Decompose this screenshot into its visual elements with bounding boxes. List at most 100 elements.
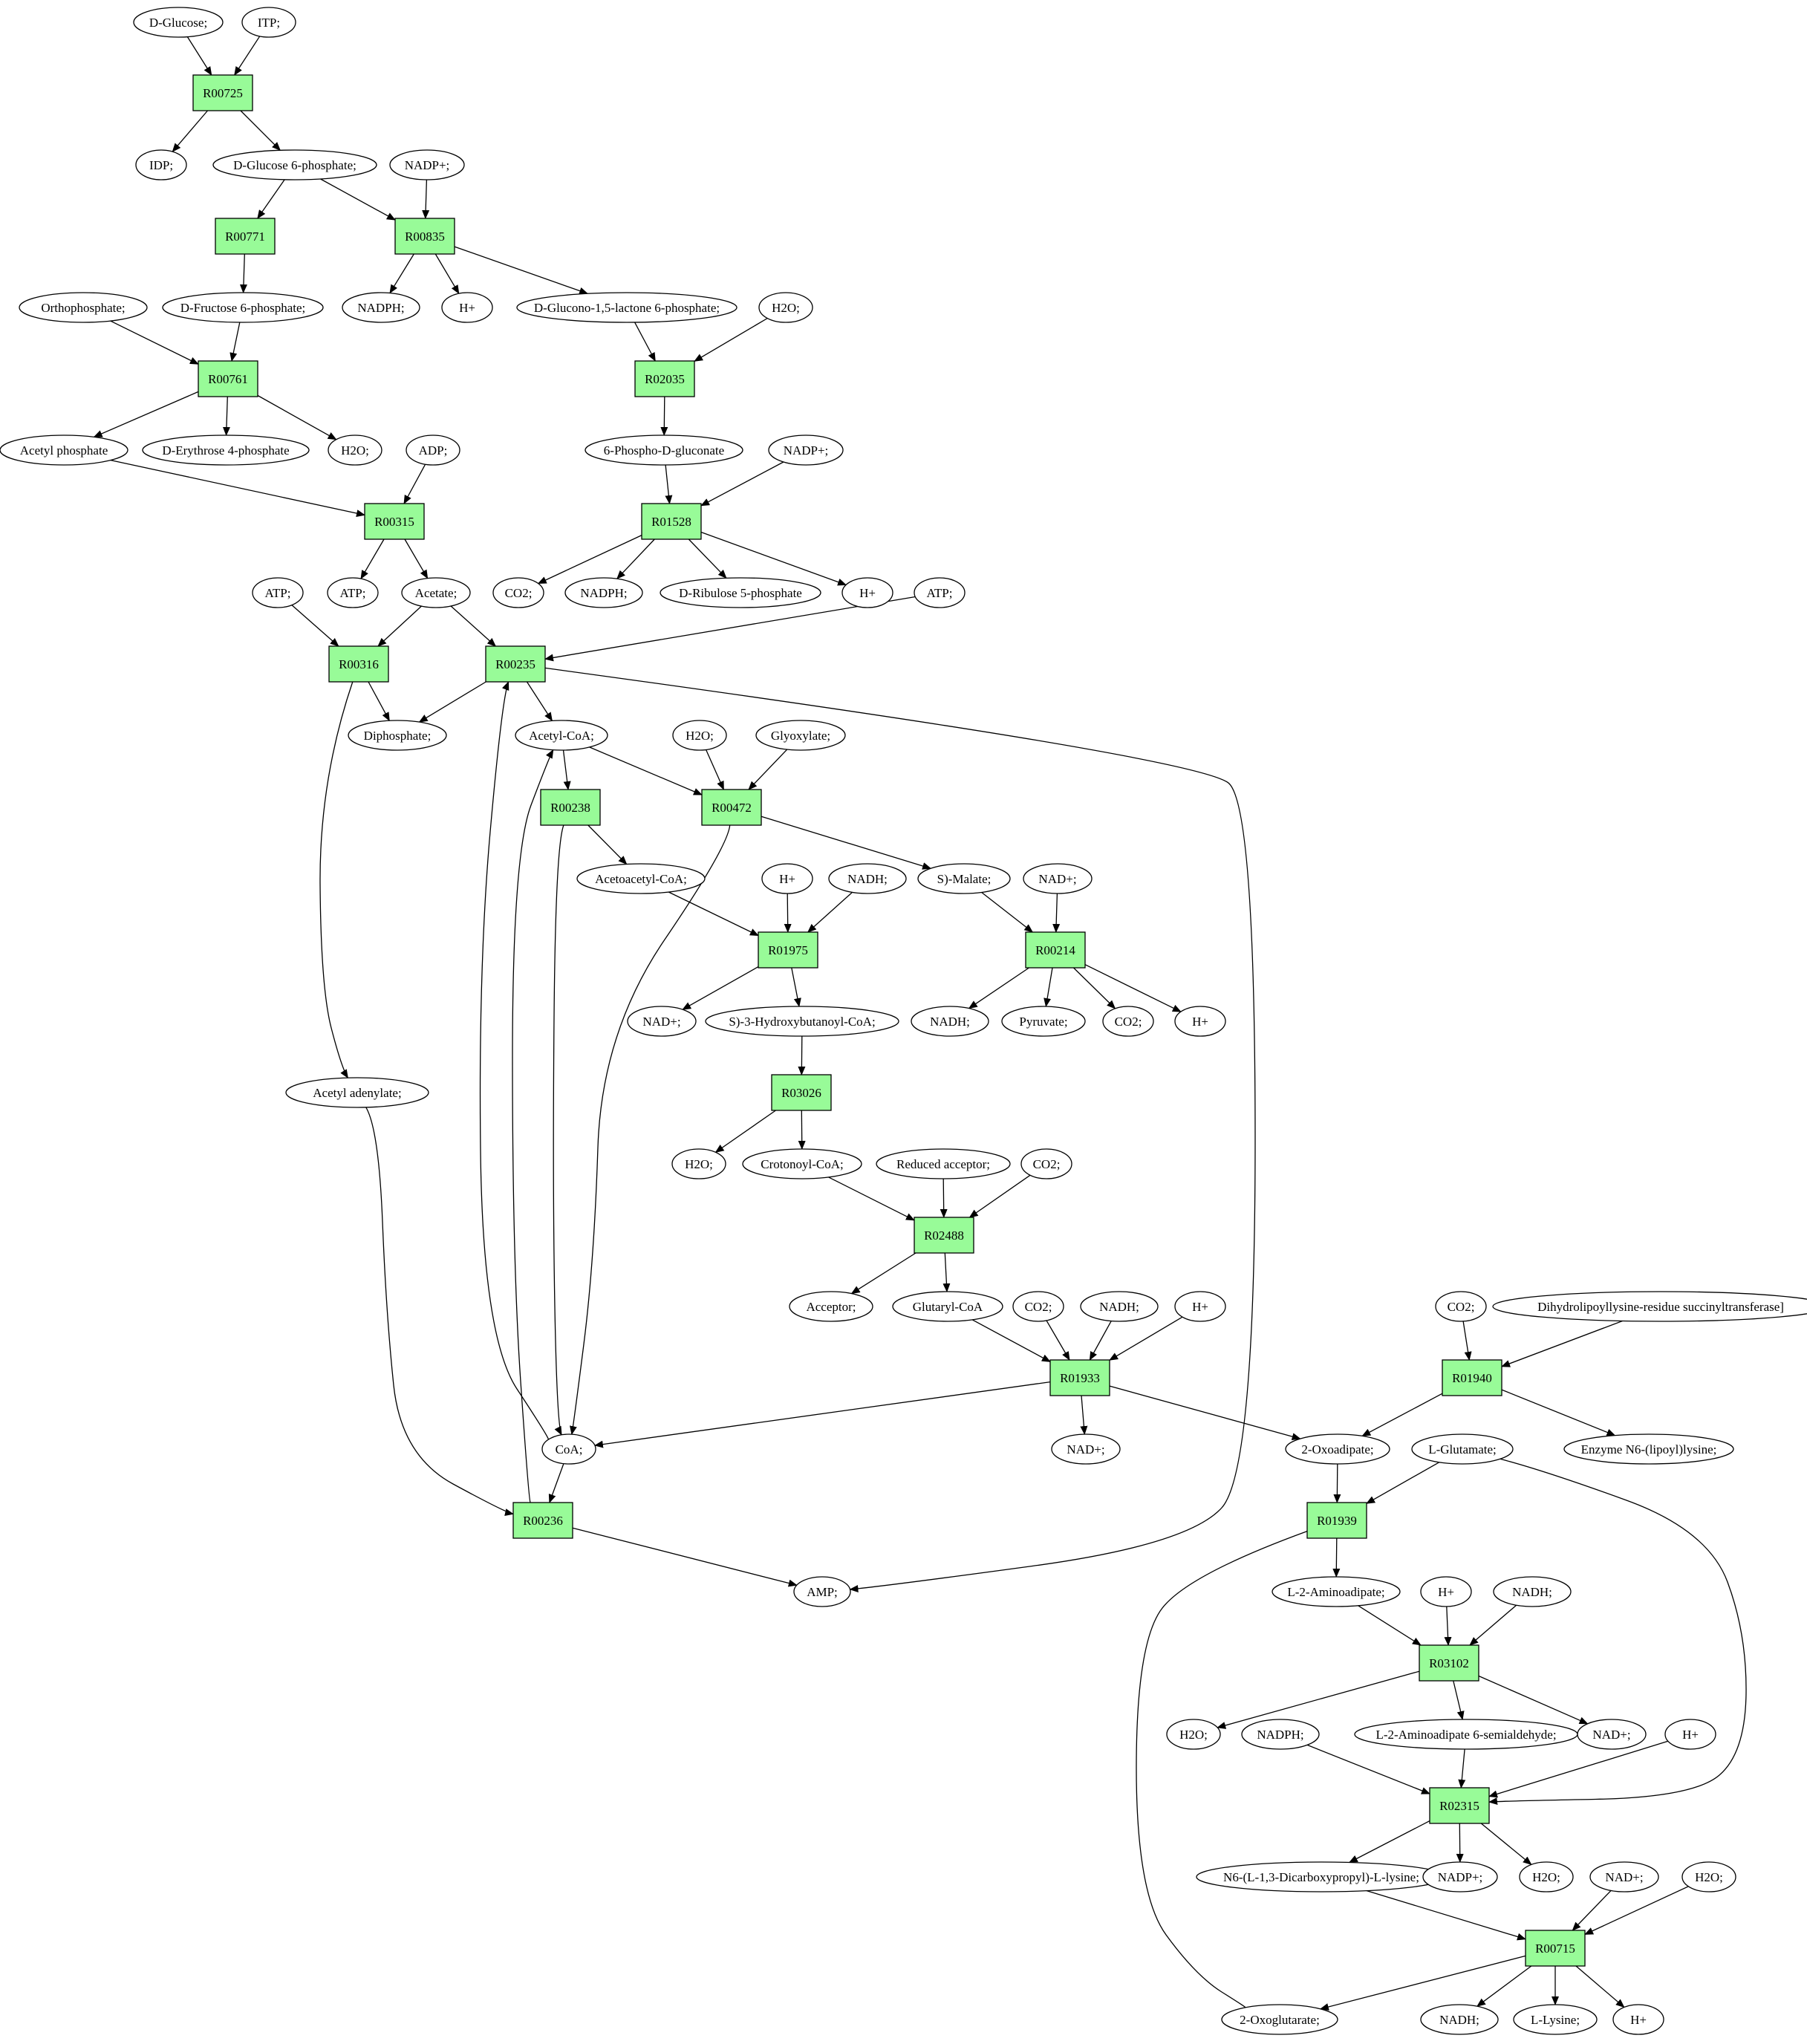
compound-node-co2e[interactable]: CO2;: [1435, 1291, 1487, 1322]
compound-node-nadp1[interactable]: NADP+;: [389, 149, 465, 180]
compound-node-acetyladenylate[interactable]: Acetyl adenylate;: [285, 1077, 429, 1108]
compound-node-dihydro[interactable]: Dihydrolipoyllysine-residue succinyltran…: [1492, 1291, 1807, 1322]
compound-node-coa[interactable]: CoA;: [541, 1433, 596, 1465]
compound-node-h2o3[interactable]: H2O;: [672, 720, 727, 751]
edge-atp3-to-r00235: [544, 596, 916, 662]
compound-node-nadh2[interactable]: NADH;: [911, 1006, 989, 1037]
compound-node-smalate[interactable]: S)-Malate;: [917, 863, 1011, 894]
compound-node-hplus5[interactable]: H+: [1174, 1291, 1226, 1322]
compound-node-oxoglutarate[interactable]: 2-Oxoglutarate;: [1221, 2004, 1338, 2035]
compound-node-nadh3[interactable]: NADH;: [1080, 1291, 1159, 1322]
compound-node-nadph2[interactable]: NADPH;: [564, 577, 643, 608]
reaction-node-r03102[interactable]: R03102: [1419, 1644, 1479, 1682]
reaction-node-r00315[interactable]: R00315: [364, 503, 425, 540]
compound-node-nadh5[interactable]: NADH;: [1420, 2004, 1499, 2035]
compound-node-hplus3[interactable]: H+: [761, 863, 813, 894]
compound-node-pyruvate[interactable]: Pyruvate;: [1001, 1006, 1086, 1037]
compound-node-e4p[interactable]: D-Erythrose 4-phosphate: [142, 434, 310, 466]
compound-node-nadplus1[interactable]: NAD+;: [1023, 863, 1093, 894]
compound-node-f6p[interactable]: D-Fructose 6-phosphate;: [162, 292, 324, 323]
compound-node-h2o1[interactable]: H2O;: [758, 292, 813, 323]
reaction-node-r01939[interactable]: R01939: [1306, 1502, 1367, 1539]
edge-n6lysine-to-r00715: [1366, 1890, 1526, 1941]
compound-node-hplus2[interactable]: H+: [841, 577, 893, 608]
compound-node-nadplus4[interactable]: NAD+;: [1577, 1719, 1647, 1750]
reaction-node-r00235[interactable]: R00235: [485, 645, 546, 683]
compound-node-acetylcoa[interactable]: Acetyl-CoA;: [515, 720, 608, 751]
compound-node-itp[interactable]: ITP;: [241, 7, 296, 38]
reaction-node-r00472[interactable]: R00472: [701, 789, 762, 826]
reaction-node-r02488[interactable]: R02488: [914, 1217, 974, 1254]
reaction-node-r01940[interactable]: R01940: [1442, 1359, 1502, 1396]
compound-node-h2o5[interactable]: H2O;: [1166, 1719, 1221, 1750]
compound-node-diphosphate[interactable]: Diphosphate;: [348, 720, 447, 751]
reaction-node-r00761[interactable]: R00761: [198, 360, 258, 397]
compound-node-enzyme[interactable]: Enzyme N6-(lipoyl)lysine;: [1563, 1433, 1734, 1465]
compound-node-adp[interactable]: ADP;: [406, 434, 460, 466]
reaction-node-r00715[interactable]: R00715: [1525, 1930, 1586, 1967]
reaction-node-r01933[interactable]: R01933: [1049, 1359, 1110, 1396]
compound-node-h2o2[interactable]: H2O;: [328, 434, 382, 466]
compound-node-aminoadipate[interactable]: L-2-Aminoadipate;: [1272, 1576, 1401, 1607]
compound-node-nadp2[interactable]: NADP+;: [768, 434, 844, 466]
compound-node-nadplus2[interactable]: NAD+;: [627, 1006, 697, 1037]
compound-node-hplus7[interactable]: H+: [1664, 1719, 1716, 1750]
compound-node-glucono[interactable]: D-Glucono-1,5-lactone 6-phosphate;: [516, 292, 738, 323]
compound-node-pgluconate[interactable]: 6-Phospho-D-gluconate: [585, 434, 743, 466]
compound-node-acetylp[interactable]: Acetyl phosphate: [0, 434, 128, 466]
reaction-node-r01528[interactable]: R01528: [641, 503, 702, 540]
compound-node-oxoadipate[interactable]: 2-Oxoadipate;: [1285, 1433, 1390, 1465]
compound-node-amp[interactable]: AMP;: [793, 1576, 851, 1607]
compound-node-hydroxybut[interactable]: S)-3-Hydroxybutanoyl-CoA;: [705, 1006, 899, 1037]
reaction-node-r02035[interactable]: R02035: [634, 360, 695, 397]
compound-node-acceptor[interactable]: Acceptor;: [789, 1291, 873, 1322]
compound-node-semialdehyde[interactable]: L-2-Aminoadipate 6-semialdehyde;: [1354, 1719, 1578, 1750]
compound-node-hplus8[interactable]: H+: [1612, 2004, 1664, 2035]
compound-node-co2c[interactable]: CO2;: [1020, 1148, 1072, 1179]
compound-node-ortho[interactable]: Orthophosphate;: [19, 292, 148, 323]
compound-node-nadplus5[interactable]: NAD+;: [1589, 1861, 1659, 1892]
compound-node-redacceptor[interactable]: Reduced acceptor;: [876, 1148, 1011, 1179]
compound-node-h2o6[interactable]: H2O;: [1519, 1861, 1574, 1892]
reaction-node-r03026[interactable]: R03026: [771, 1074, 832, 1111]
reaction-node-r00238[interactable]: R00238: [540, 789, 601, 826]
compound-node-glutaryl[interactable]: Glutaryl-CoA: [892, 1291, 1003, 1322]
reaction-node-r02315[interactable]: R02315: [1429, 1787, 1490, 1824]
compound-node-lglutamate[interactable]: L-Glutamate;: [1411, 1433, 1514, 1465]
compound-node-g6p[interactable]: D-Glucose 6-phosphate;: [212, 149, 377, 180]
compound-node-co2d[interactable]: CO2;: [1012, 1291, 1064, 1322]
compound-node-ribulose[interactable]: D-Ribulose 5-phosphate: [660, 577, 821, 608]
compound-node-h2o7[interactable]: H2O;: [1681, 1861, 1736, 1892]
compound-node-acetate[interactable]: Acetate;: [401, 577, 471, 608]
compound-node-acetoacetyl[interactable]: Acetoacetyl-CoA;: [576, 863, 706, 894]
compound-node-hplus4[interactable]: H+: [1174, 1006, 1226, 1037]
compound-node-atp3[interactable]: ATP;: [914, 577, 966, 608]
compound-node-idp[interactable]: IDP;: [135, 149, 187, 180]
compound-node-n6lysine[interactable]: N6-(L-1,3-Dicarboxypropyl)-L-lysine;: [1196, 1861, 1447, 1892]
compound-node-nadh4[interactable]: NADH;: [1493, 1576, 1572, 1607]
reaction-node-r00236[interactable]: R00236: [512, 1502, 573, 1539]
compound-node-hplus6[interactable]: H+: [1420, 1576, 1472, 1607]
compound-node-atp1[interactable]: ATP;: [252, 577, 304, 608]
compound-node-nadplus3[interactable]: NAD+;: [1051, 1433, 1121, 1465]
compound-node-co2a[interactable]: CO2;: [492, 577, 544, 608]
compound-node-nadp3[interactable]: NADP+;: [1422, 1861, 1498, 1892]
compound-node-nadph3[interactable]: NADPH;: [1241, 1719, 1320, 1750]
compound-node-llysine[interactable]: L-Lysine;: [1513, 2004, 1598, 2035]
compound-node-atp2[interactable]: ATP;: [327, 577, 379, 608]
compound-node-glyoxylate[interactable]: Glyoxylate;: [755, 720, 846, 751]
compound-node-nadh1[interactable]: NADH;: [828, 863, 907, 894]
reaction-node-r00835[interactable]: R00835: [394, 218, 455, 255]
reaction-node-r00771[interactable]: R00771: [215, 218, 276, 255]
compound-node-crotonoyl[interactable]: Crotonoyl-CoA;: [742, 1148, 862, 1179]
reaction-node-r00725[interactable]: R00725: [192, 74, 253, 111]
compound-node-dglucose[interactable]: D-Glucose;: [133, 7, 224, 38]
compound-node-nadph1[interactable]: NADPH;: [342, 292, 420, 323]
compound-node-h2o4[interactable]: H2O;: [671, 1148, 726, 1179]
compound-node-hplus1[interactable]: H+: [441, 292, 493, 323]
reaction-node-r01975[interactable]: R01975: [758, 931, 818, 969]
compound-ellipse: [1174, 1291, 1226, 1322]
reaction-node-r00214[interactable]: R00214: [1025, 931, 1086, 969]
compound-node-co2b[interactable]: CO2;: [1102, 1006, 1154, 1037]
reaction-node-r00316[interactable]: R00316: [328, 645, 389, 683]
